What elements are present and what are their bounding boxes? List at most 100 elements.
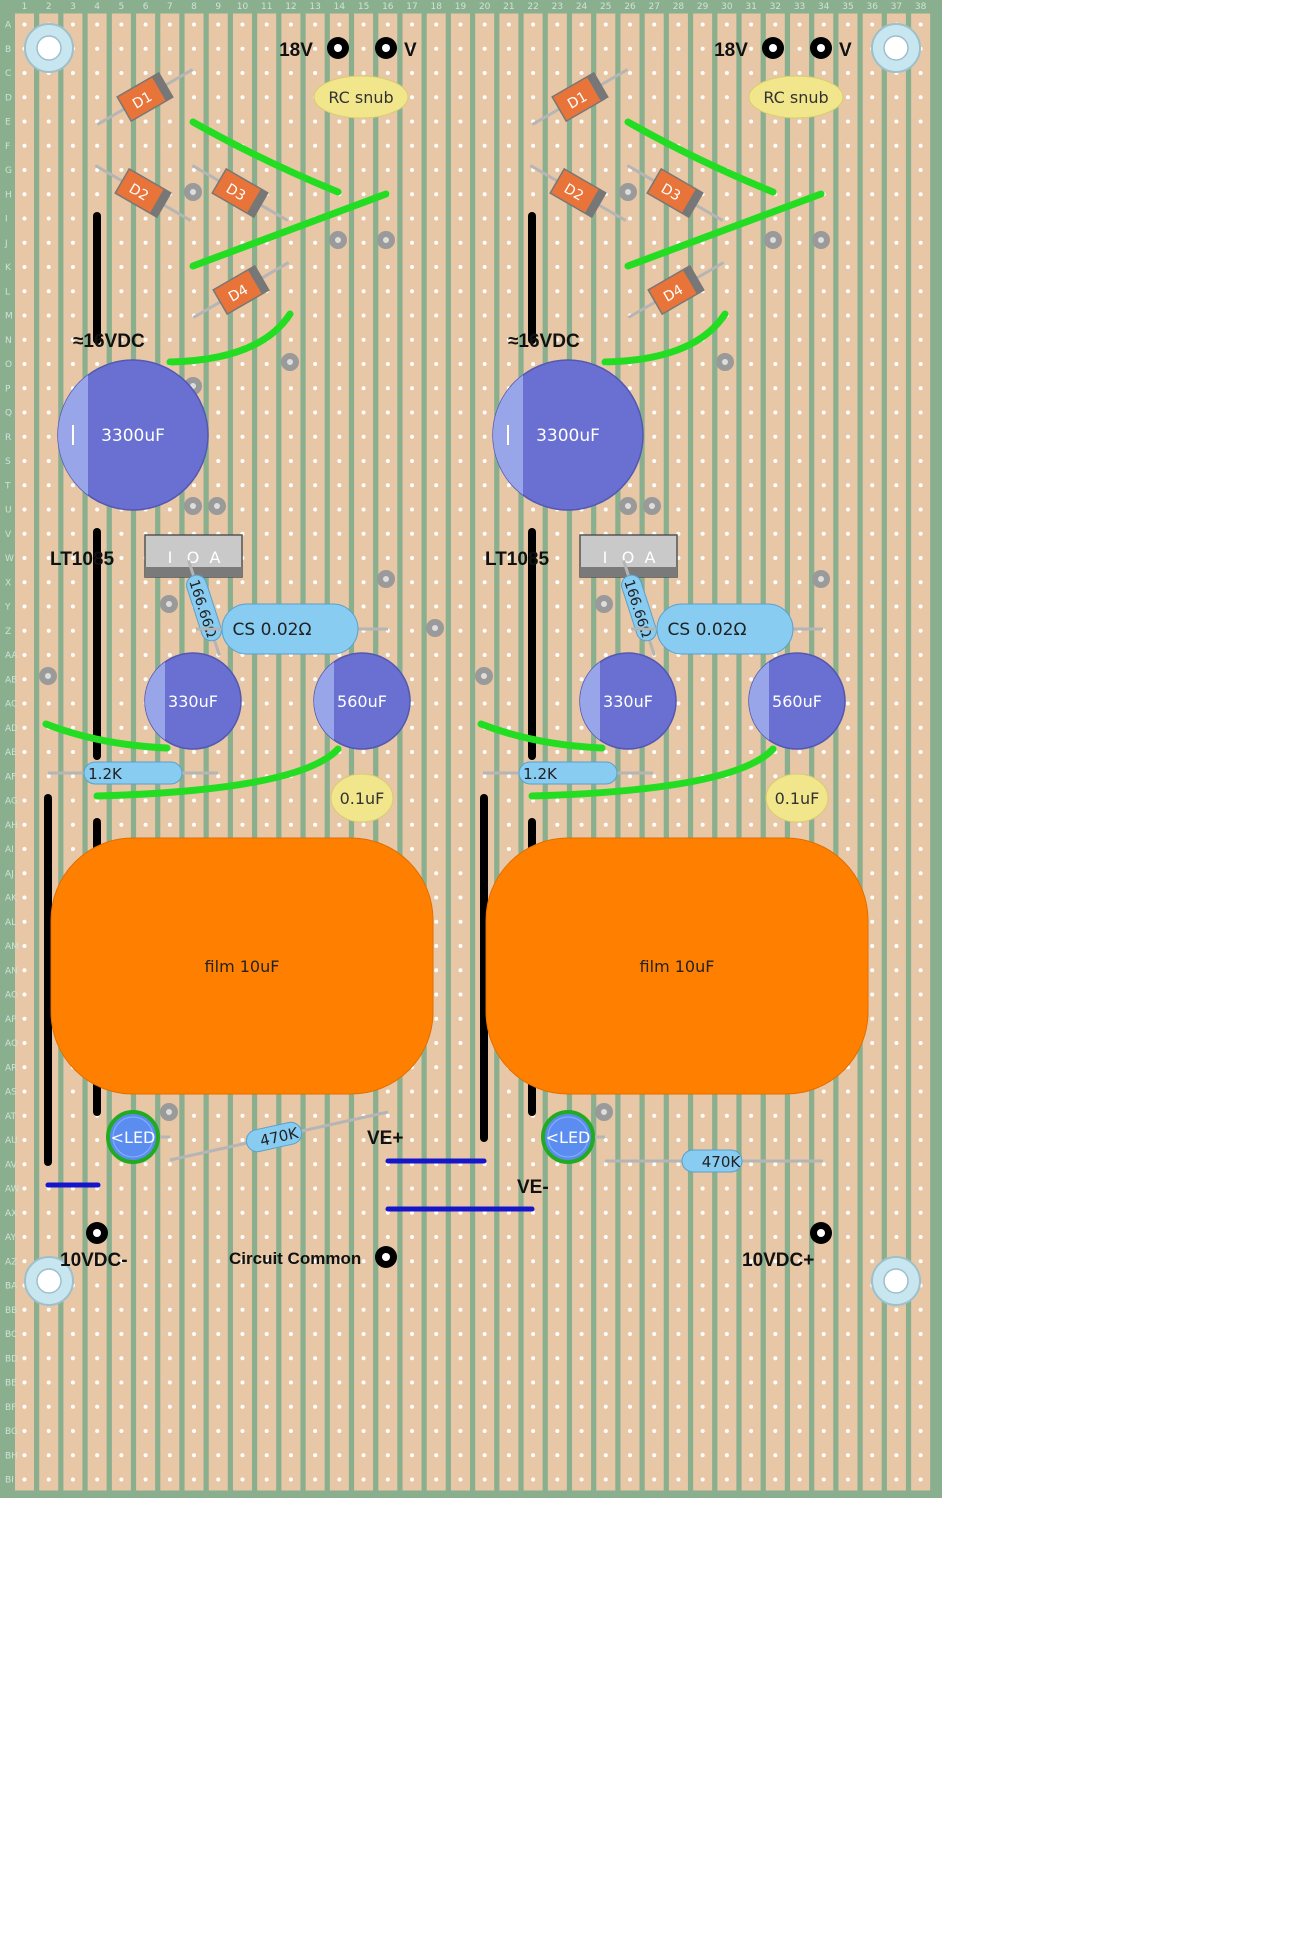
hole (676, 1283, 681, 1288)
hole (288, 1210, 293, 1215)
hole (845, 507, 850, 512)
hole (531, 1162, 536, 1167)
hole (652, 1113, 657, 1118)
hole (458, 1453, 463, 1458)
hole (579, 1453, 584, 1458)
hole (434, 919, 439, 924)
hole (749, 1429, 754, 1433)
hole (506, 337, 511, 342)
hole (918, 847, 923, 851)
label-circuit-common: Circuit Common (229, 1249, 361, 1268)
hole (628, 1453, 632, 1458)
hole (482, 628, 487, 633)
hole (70, 362, 75, 366)
hole (434, 337, 439, 342)
hole (894, 580, 899, 585)
diode-d3: D3 (626, 164, 724, 222)
hole (579, 653, 584, 657)
hole (724, 677, 729, 682)
hole (313, 531, 318, 536)
hole (773, 168, 778, 172)
green-wires (477, 118, 825, 800)
hole (676, 459, 681, 463)
hole (458, 968, 463, 973)
hole (797, 1453, 802, 1458)
track-cut-center (481, 673, 487, 679)
hole (797, 507, 802, 512)
mounting-hole (871, 1256, 921, 1306)
hole (434, 313, 439, 318)
hole (70, 1380, 75, 1385)
hole (288, 192, 293, 197)
hole (288, 483, 293, 488)
track-cut-center (287, 359, 293, 365)
hole (410, 410, 415, 415)
hole (652, 22, 657, 27)
hole (870, 604, 875, 609)
hole (458, 750, 463, 754)
hole (676, 313, 681, 318)
hole (506, 46, 511, 51)
diode-d3: D3 (191, 164, 289, 222)
row-letter: P (5, 384, 11, 394)
label-18v: 18V (714, 40, 748, 61)
hole (385, 1453, 390, 1458)
hole (95, 1356, 100, 1361)
hole (676, 1138, 681, 1142)
row-letter: AW (5, 1185, 20, 1195)
hole (192, 1429, 197, 1433)
hole (119, 240, 124, 245)
hole (870, 168, 875, 172)
hole (797, 1113, 802, 1118)
capacitor-330uf: 330uF (579, 652, 677, 750)
hole (434, 1089, 439, 1094)
hole (288, 337, 293, 342)
hole (434, 895, 439, 900)
hole (797, 168, 802, 172)
hole (410, 1235, 415, 1239)
hole (167, 265, 172, 269)
column-number: 5 (119, 2, 125, 12)
hole (797, 1138, 802, 1142)
hole (773, 459, 778, 463)
hole (240, 410, 245, 415)
track-cut-center (335, 237, 341, 243)
hole (531, 1186, 536, 1191)
hole (22, 95, 27, 100)
hole (361, 507, 366, 512)
hole (264, 1429, 269, 1433)
hole (797, 1235, 802, 1239)
hole (628, 143, 632, 148)
hole (95, 1429, 100, 1433)
hole (216, 1356, 221, 1361)
hole (216, 1332, 221, 1336)
hole (773, 337, 778, 342)
hole (821, 1186, 826, 1191)
hole (724, 434, 729, 439)
hole (192, 1162, 197, 1167)
hole (288, 1283, 293, 1288)
hole (22, 1138, 27, 1142)
hole (192, 750, 197, 754)
hole (22, 653, 27, 657)
hole (870, 265, 875, 269)
column-number: 2 (46, 2, 52, 12)
hole (264, 313, 269, 318)
hole (192, 1113, 197, 1118)
hole (724, 750, 729, 754)
hole (870, 1235, 875, 1239)
hole (749, 1259, 754, 1264)
hole (652, 119, 657, 124)
hole (458, 1210, 463, 1215)
hole (603, 580, 608, 585)
hole (410, 192, 415, 197)
hole (603, 22, 608, 27)
hole (288, 143, 293, 148)
hole (845, 46, 850, 51)
hole (918, 1259, 923, 1264)
hole (628, 1259, 632, 1264)
terminal-18v (762, 37, 784, 59)
hole (216, 483, 221, 488)
hole (143, 677, 148, 682)
hole (458, 22, 463, 27)
